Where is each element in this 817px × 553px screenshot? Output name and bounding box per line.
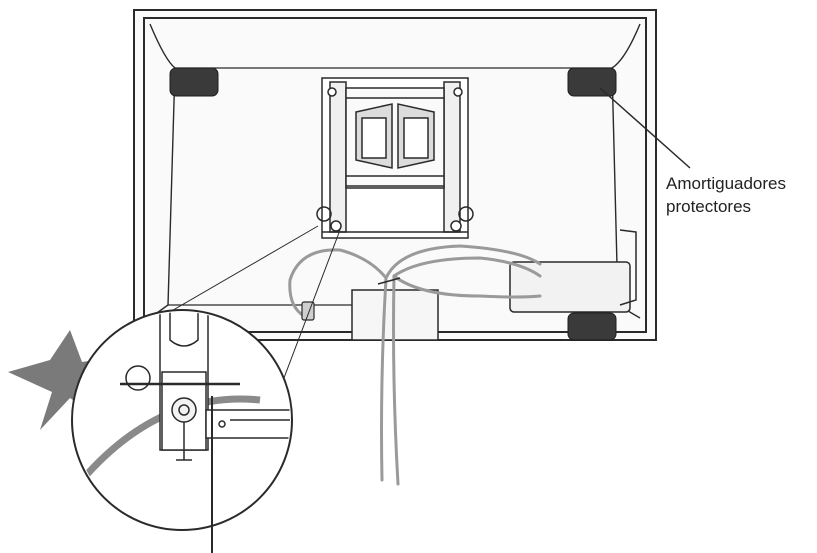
callout-line-1: Amortiguadores xyxy=(666,174,787,193)
pad-top-left xyxy=(169,67,219,97)
pad-top-right xyxy=(567,67,617,97)
callout-line-2: protectores xyxy=(666,197,752,216)
cables xyxy=(288,244,542,486)
wall-mount-bracket xyxy=(316,77,474,239)
cable-tie xyxy=(377,277,401,285)
protective-pads-label: Amortiguadores protectores xyxy=(666,172,786,218)
magnifier-detail xyxy=(71,309,293,531)
protective-pads xyxy=(169,67,617,341)
pad-bottom-right xyxy=(567,312,617,341)
pointer-line-pads xyxy=(599,87,691,169)
